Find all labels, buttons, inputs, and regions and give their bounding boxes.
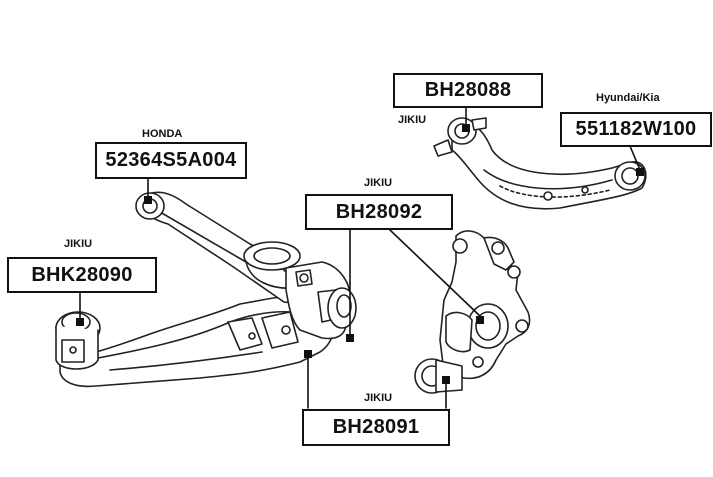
brand-label-bh28088: JIKIU: [398, 114, 427, 126]
leader-lines: [79, 107, 641, 409]
part-number-bh28091: BH28091: [302, 409, 450, 446]
brand-label-bh28092: JIKIU: [364, 177, 393, 189]
trailing-arm-illustration: [55, 295, 335, 388]
part-number-52364s5a004: 52364S5A004: [95, 142, 247, 179]
part-number-bhk28090: BHK28090: [7, 257, 157, 293]
brand-label-bhk28090: JIKIU: [64, 238, 93, 250]
knuckle-illustration: [414, 230, 531, 394]
brand-label-bh28091: JIKIU: [364, 392, 393, 404]
honda-arm-illustration: [135, 191, 357, 340]
brand-label-551182w100: Hyundai/Kia: [596, 92, 660, 104]
brand-label-52364s5a004: HONDA: [142, 128, 183, 140]
part-number-bh28092: BH28092: [305, 194, 453, 230]
part-number-551182w100: 551182W100: [560, 112, 712, 147]
part-number-bh28088: BH28088: [393, 73, 543, 108]
marker-squares: [76, 124, 644, 384]
